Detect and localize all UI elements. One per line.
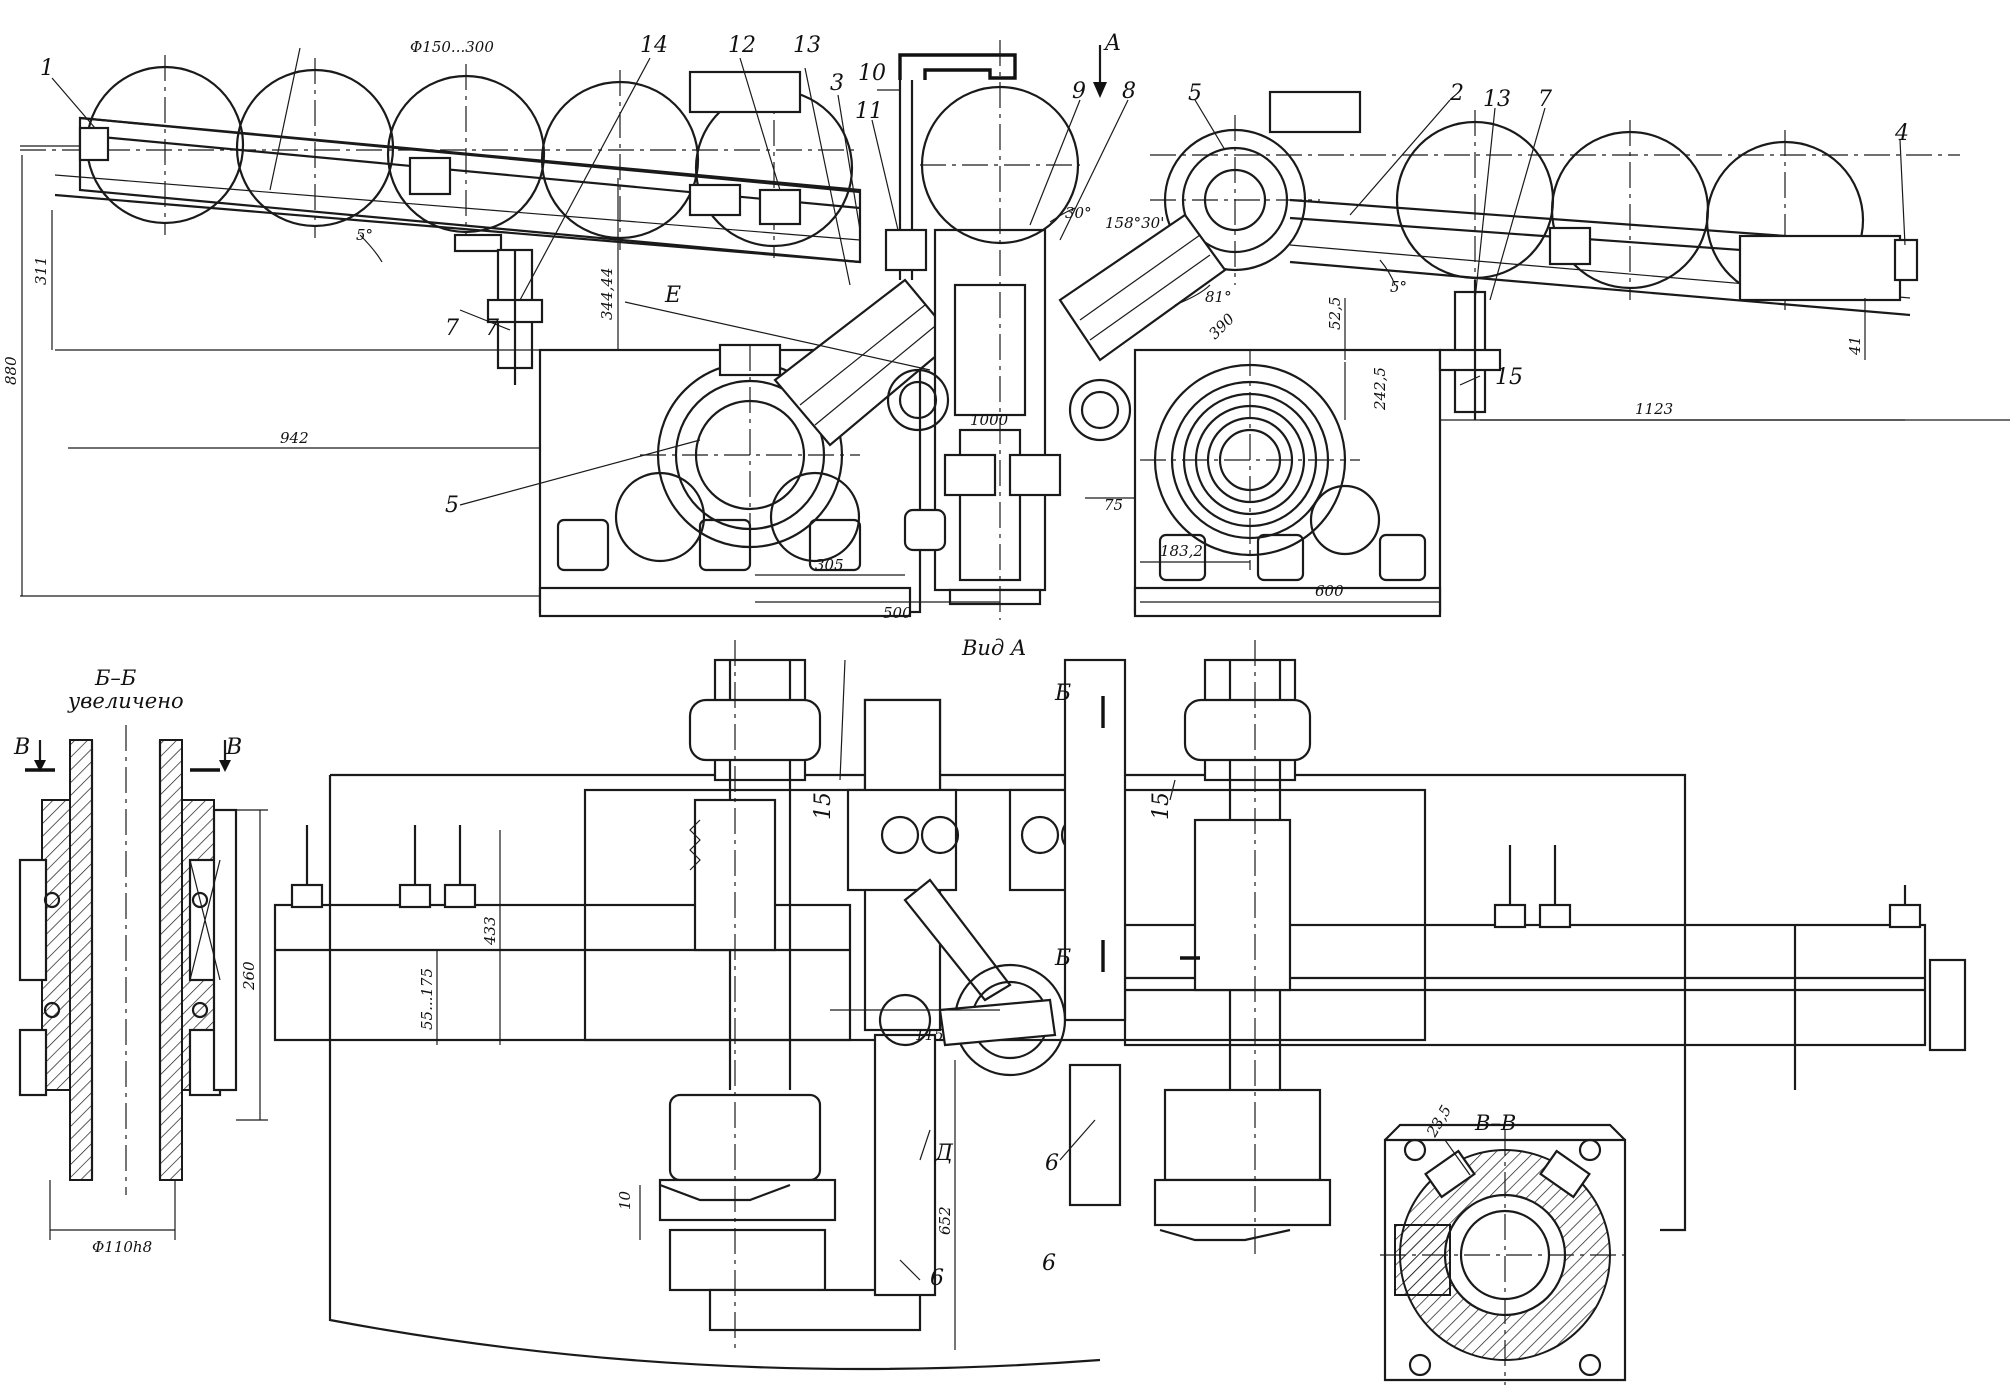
section-bb-title: Б–Б [94,666,136,690]
dim-500: 500 [883,604,912,622]
section-vv [1380,1123,1630,1385]
machine-frame-right [1133,348,1442,618]
angle-marks [359,207,1396,306]
dim-diameter-range: Φ150...300 [410,38,494,56]
callout-e: E [664,283,681,308]
beam-posts [290,825,1967,1090]
dim-260: 260 [240,961,258,991]
dim-75: 75 [1104,496,1123,514]
callout-15-plan-right: 15 [1149,792,1174,820]
callout-7-right: 7 [1538,87,1552,112]
callout-6-center: 6 [1045,1151,1059,1176]
dim-242-5: 242,5 [1371,367,1389,411]
angle-5-left: 5° [356,226,373,244]
callout-15-plan-left: 15 [811,792,836,820]
callout-12: 12 [728,33,756,58]
callout-6-bottom: 6 [930,1266,944,1291]
left-stop-bracket [486,248,544,385]
left-conveyor-beam [20,116,862,264]
view-arrow-a [1093,45,1107,98]
plan-dimensions [436,640,1256,1350]
section-mark-v-right: В [225,735,242,760]
section-bb [18,725,268,1240]
callout-13-right: 13 [1483,87,1511,112]
callout-3: 3 [830,71,844,96]
dim-shaft-diameter: Φ110h8 [92,1238,152,1256]
dim-652: 652 [936,1206,954,1235]
section-markers-b [1101,696,1200,972]
dimension-lines [21,47,1905,603]
callout-4: 4 [1894,121,1909,146]
dim-115: 115 [915,1026,944,1044]
section-vv-title: В–В [1474,1111,1516,1135]
log-circles-right [1395,110,1865,310]
dim-1123: 1123 [1635,400,1673,418]
callout-2: 2 [1449,81,1464,106]
dim-1000: 1000 [970,411,1009,429]
callout-6-plan-lower: 6 [1042,1251,1056,1276]
leader-lines [51,57,1906,506]
right-lever-arm [1058,213,1227,362]
callout-9: 9 [1072,79,1086,104]
dim-942: 942 [280,429,309,447]
dim-23-5: 23,5 [1422,1102,1455,1141]
dim-390: 390 [1205,310,1238,343]
angle-30: 30° [1065,204,1092,222]
dim-344: 344,44 [598,268,616,321]
section-bb-subtitle: увеличено [67,689,184,713]
dim-55-175: 55...175 [418,968,436,1030]
right-lower-rotor [1140,350,1360,570]
callout-a: A [1103,31,1121,56]
callout-15-top: 15 [1495,365,1523,390]
dim-311: 311 [32,256,50,285]
angle-81: 81° [1205,288,1232,306]
dim-880: 880 [2,356,20,385]
labels: 1 2 3 4 5 5 7 7 8 9 10 11 12 13 13 14 15… [2,31,1909,1291]
callout-7-bracket: 7 [485,316,499,341]
angle-158-30: 158°30' [1105,214,1164,232]
plan-view-a [273,640,1967,1371]
central-column [884,40,1080,620]
callout-10: 10 [858,61,886,86]
callout-7-left: 7 [445,316,459,341]
section-mark-b-bottom: Б [1054,946,1071,971]
right-conveyor-beam [1150,154,1960,420]
elevation-view [20,40,2010,620]
dim-52-5: 52,5 [1326,297,1344,330]
callout-13-left: 13 [793,33,821,58]
dim-41: 41 [1846,336,1864,356]
dim-183: 183,2 [1160,542,1203,560]
left-rotor-5 [640,343,860,565]
section-mark-b-top: Б [1054,681,1071,706]
callout-5-upper: 5 [1188,81,1202,106]
dim-10: 10 [616,1190,634,1210]
angle-5-right: 5° [1390,278,1407,296]
view-a-title: Вид A [961,636,1026,660]
callout-5-lower: 5 [445,493,459,518]
callout-8: 8 [1122,79,1136,104]
dim-305: 305 [815,556,844,574]
callout-11: 11 [855,99,883,124]
callout-14: 14 [640,33,668,58]
plan-leaders [839,659,1176,1281]
dim-600: 600 [1315,582,1344,600]
dim-433: 433 [481,916,499,946]
feed-rollers [688,70,1362,442]
callout-1: 1 [40,56,54,81]
callout-d: Д [934,1141,954,1166]
section-mark-v-left: В [13,735,30,760]
